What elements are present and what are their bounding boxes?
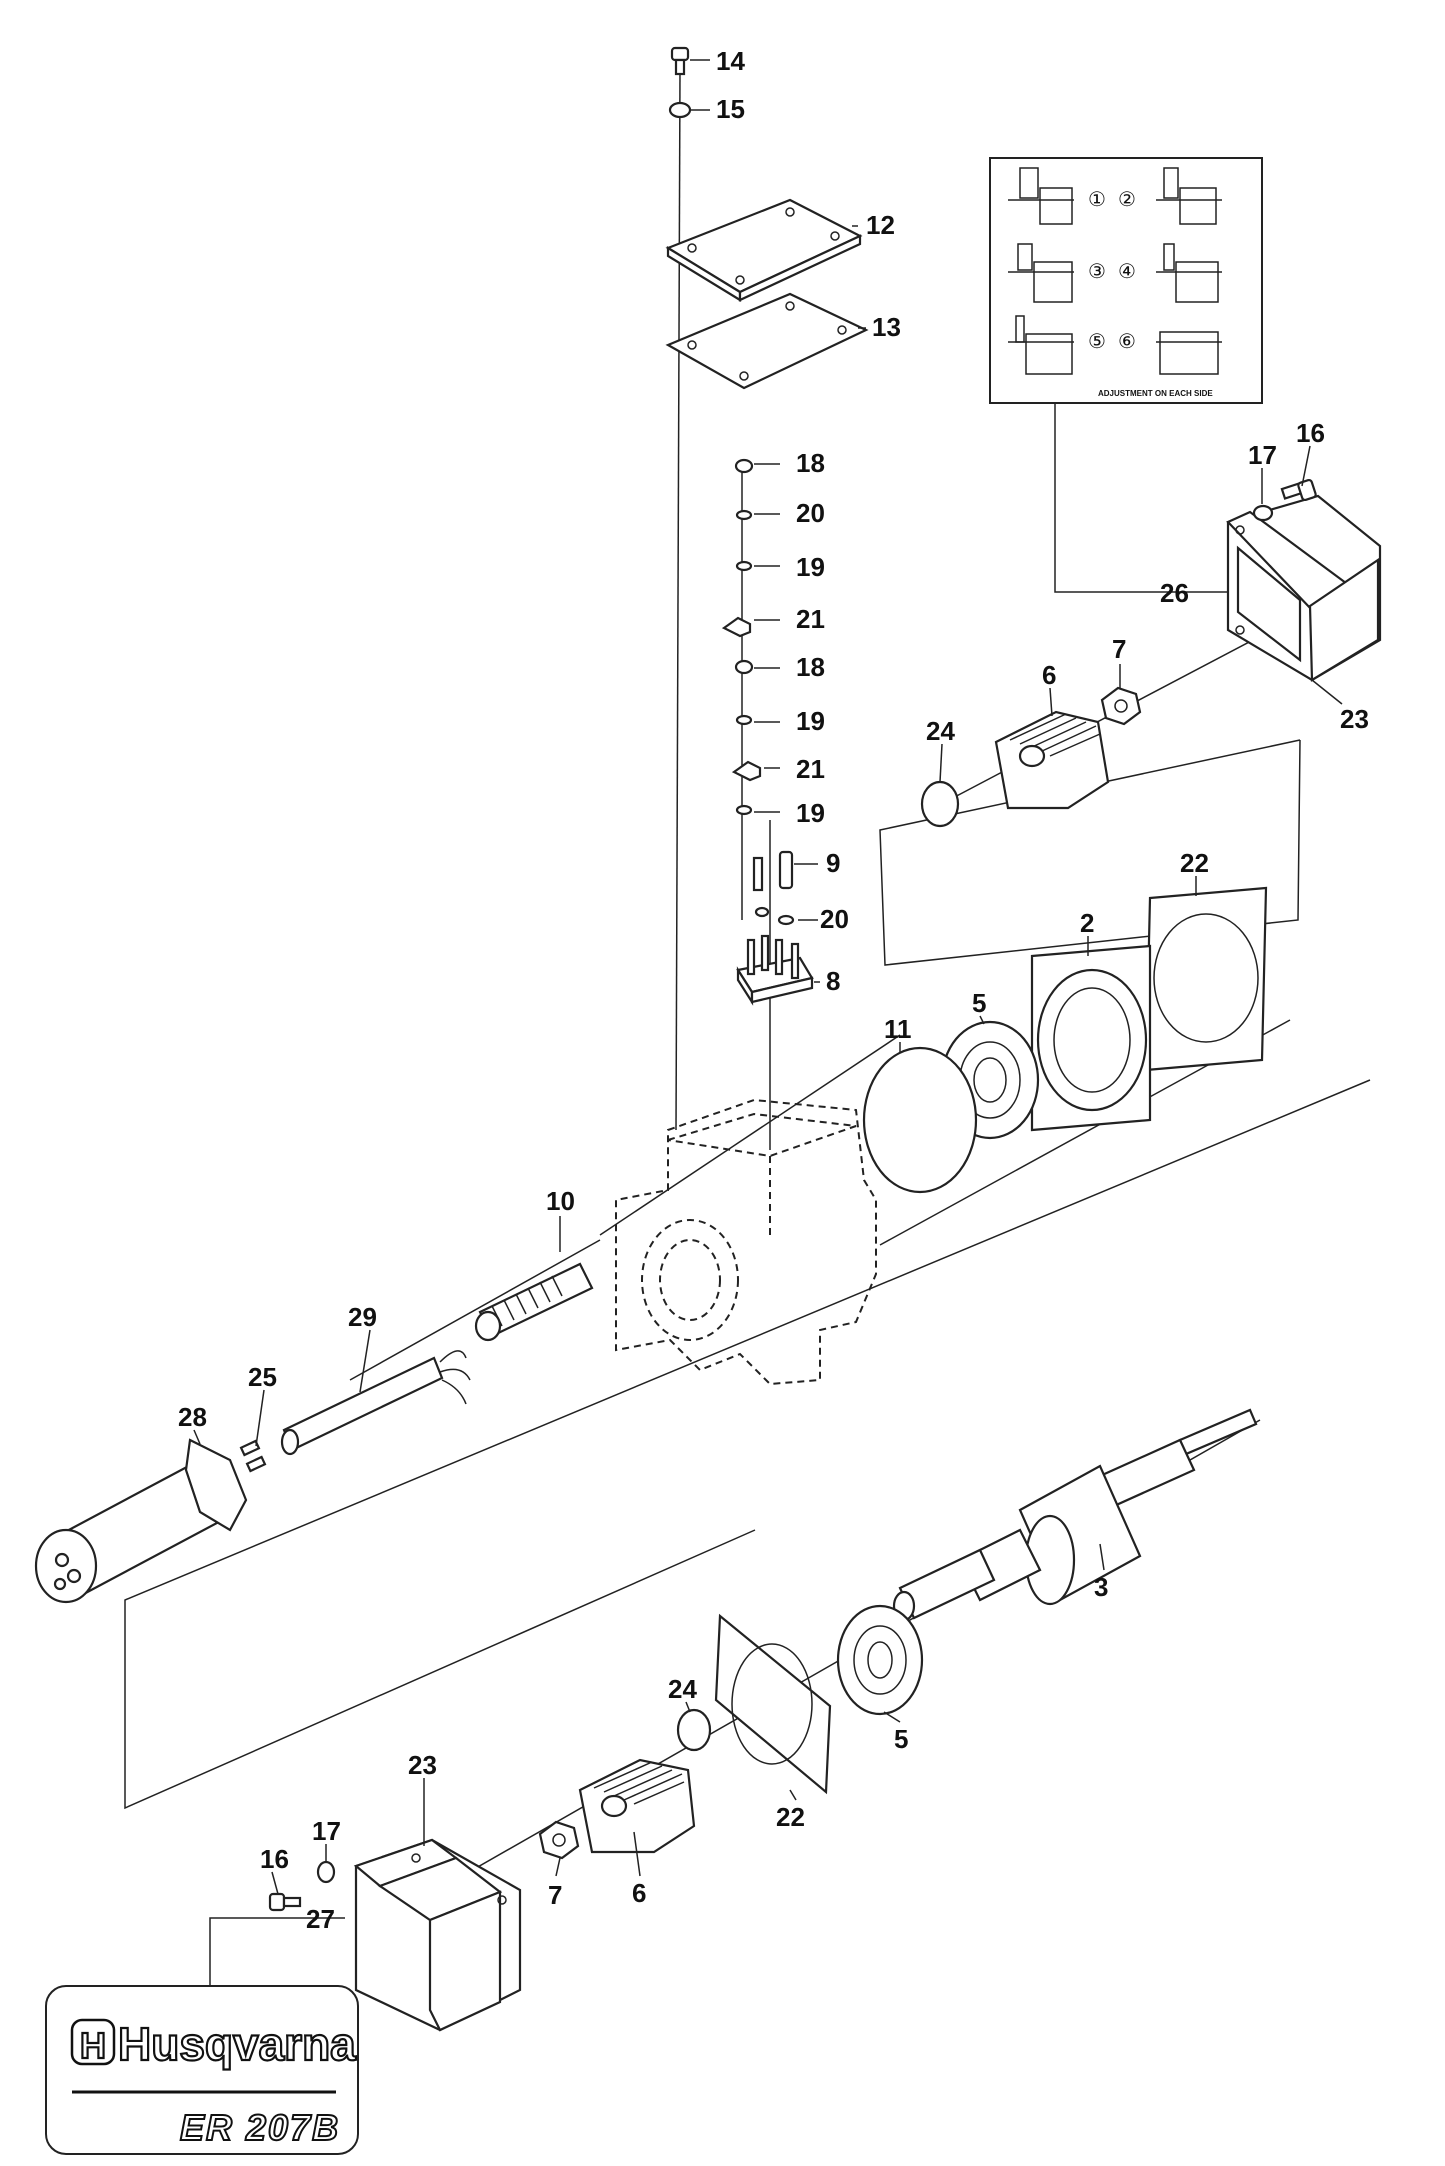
- callout-19-a: 19: [796, 552, 825, 582]
- power-cable-29: [280, 1350, 471, 1456]
- circlip-24-lower: [676, 1708, 712, 1752]
- callout-18-b: 18: [796, 652, 825, 682]
- callout-16-b: 16: [260, 1844, 289, 1874]
- adjustment-caption: ADJUSTMENT ON EACH SIDE: [1098, 389, 1213, 398]
- callout-12: 12: [866, 210, 895, 240]
- callout-17-b: 17: [312, 1816, 341, 1846]
- nut-7-lower: [538, 1820, 580, 1860]
- callout-5-b: 5: [894, 1724, 908, 1754]
- o-ring-11: [862, 1046, 978, 1194]
- callout-26: 26: [1160, 578, 1189, 608]
- screw-16-lower: [268, 1892, 302, 1912]
- callout-7-b: 7: [548, 1880, 562, 1910]
- adjustment-position-3: ③: [1088, 259, 1106, 283]
- screw-16-upper: [1280, 478, 1317, 502]
- callout-11: 11: [884, 1014, 912, 1044]
- washer-17-lower: [316, 1860, 336, 1884]
- nameplate-model: ER 207B: [180, 2107, 340, 2148]
- washer-17-upper: [1252, 504, 1274, 522]
- callout-27: 27: [306, 1904, 335, 1934]
- callout-21-b: 21: [796, 754, 825, 784]
- gasket-22-upper: [1144, 886, 1268, 1072]
- callout-10: 10: [546, 1186, 575, 1216]
- motor-housing: [615, 1098, 877, 1386]
- washer-15: [668, 101, 692, 119]
- callout-21-a: 21: [796, 604, 825, 634]
- callout-20-b: 20: [820, 904, 849, 934]
- callout-18-a: 18: [796, 448, 825, 478]
- callout-2: 2: [1080, 908, 1094, 938]
- terminals-25: [239, 1439, 267, 1473]
- adjustment-position-5: ⑤: [1088, 329, 1106, 353]
- callout-17-a: 17: [1248, 440, 1277, 470]
- brand-logo-glyph: H: [80, 2025, 106, 2066]
- callout-5-a: 5: [972, 988, 986, 1018]
- adjustment-position-2: ②: [1118, 187, 1136, 211]
- callout-3: 3: [1094, 1572, 1108, 1602]
- nut-7-upper: [1100, 686, 1142, 726]
- callout-15: 15: [716, 94, 745, 124]
- nameplate-brand: Husqvarna: [118, 2018, 356, 2070]
- plug-28: [34, 1438, 248, 1604]
- callout-6-b: 6: [632, 1878, 646, 1908]
- nameplate-27: H Husqvarna ER 207B: [45, 1985, 359, 2155]
- callout-22-a: 22: [1180, 848, 1209, 878]
- cover-plate-12: [665, 198, 863, 302]
- terminal-block-8: [736, 934, 814, 1006]
- adjustment-position-4: ④: [1118, 259, 1136, 283]
- callout-23-b: 23: [408, 1750, 437, 1780]
- callout-28: 28: [178, 1402, 207, 1432]
- callout-23-a: 23: [1340, 704, 1369, 734]
- circlip-24-upper: [920, 780, 960, 828]
- callout-20-a: 20: [796, 498, 825, 528]
- callout-22-b: 22: [776, 1802, 805, 1832]
- brand-logo-icon: [70, 2018, 116, 2066]
- callout-numbers: 14 15 12 13 18 20 19 21 18 19 21 19 9 20…: [178, 46, 1369, 1934]
- callout-9: 9: [826, 848, 840, 878]
- callout-16-a: 16: [1296, 418, 1325, 448]
- adjustment-position-1: ①: [1088, 187, 1106, 211]
- callout-24-a: 24: [926, 716, 955, 746]
- callout-8: 8: [826, 966, 840, 996]
- rotor-shaft-3: [892, 1408, 1258, 1622]
- callout-14: 14: [716, 46, 745, 76]
- callout-19-c: 19: [796, 798, 825, 828]
- cable-gland-10: [474, 1262, 594, 1342]
- adjustment-chart: ① ② ③ ④ ⑤ ⑥ ADJUSTMENT ON EACH SIDE: [989, 157, 1263, 404]
- gasket-22-lower: [714, 1613, 832, 1795]
- bearing-5-lower: [836, 1604, 924, 1716]
- callout-25: 25: [248, 1362, 277, 1392]
- end-cover-23-upper: [1226, 494, 1382, 682]
- flange-2: [1030, 944, 1152, 1132]
- adjustment-position-6: ⑥: [1118, 329, 1136, 353]
- callout-29: 29: [348, 1302, 377, 1332]
- eccentric-weights-6-lower: [578, 1758, 696, 1854]
- callout-6-a: 6: [1042, 660, 1056, 690]
- gasket-13: [665, 292, 869, 390]
- eccentric-weights-6-upper: [994, 710, 1110, 810]
- callout-7-a: 7: [1112, 634, 1126, 664]
- callout-leaders: [193, 59, 1343, 1895]
- callout-19-b: 19: [796, 706, 825, 736]
- terminal-hardware-stack: [721, 458, 795, 926]
- end-cover-23-lower: [353, 1838, 522, 2032]
- weight-stack-diagrams: [1008, 167, 1222, 375]
- callout-24-b: 24: [668, 1674, 697, 1704]
- screw-14: [670, 46, 690, 76]
- callout-13: 13: [872, 312, 901, 342]
